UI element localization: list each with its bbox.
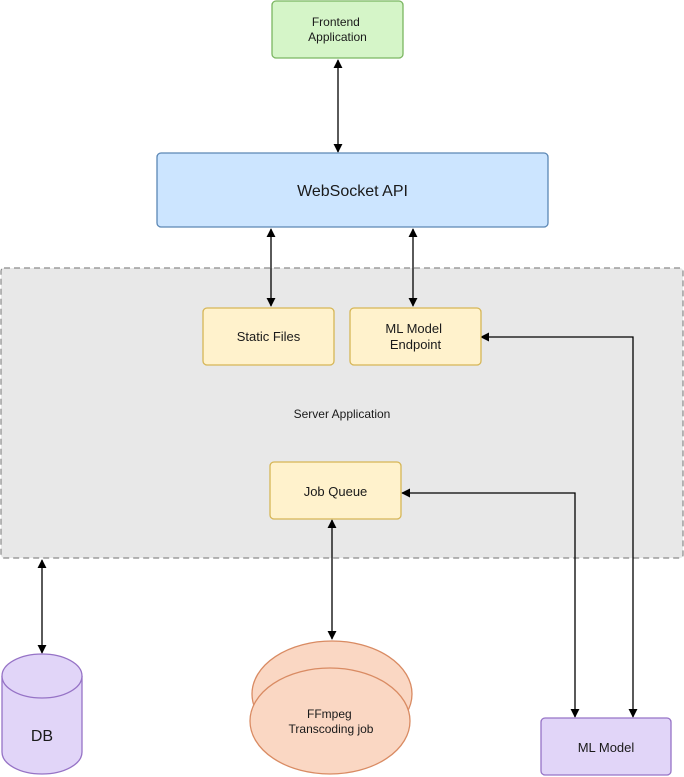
ffmpeg-node[interactable]: FFmpeg Transcoding job — [249, 640, 413, 775]
ffmpeg-line-2: Transcoding job — [289, 722, 374, 736]
job-queue-label: Job Queue — [304, 484, 368, 499]
edges — [37, 59, 638, 718]
websocket-api-node[interactable]: WebSocket API — [156, 152, 549, 228]
db-node[interactable]: DB — [1, 653, 83, 775]
ml-endpoint-line-1: ML Model — [385, 321, 442, 336]
ffmpeg-line-1: FFmpeg — [307, 707, 352, 721]
ml-endpoint-line-2: Endpoint — [390, 337, 442, 352]
static-files-node[interactable]: Static Files — [202, 307, 335, 366]
ffmpeg-label: FFmpeg Transcoding job — [289, 707, 374, 736]
frontend-application-node[interactable]: Frontend Application — [271, 0, 404, 59]
job-queue-node[interactable]: Job Queue — [269, 461, 402, 520]
static-files-label: Static Files — [237, 329, 301, 344]
ml-model-label: ML Model — [578, 740, 635, 755]
frontend-line-2: Application — [308, 30, 367, 44]
ml-model-endpoint-node[interactable]: ML Model Endpoint — [349, 307, 482, 366]
ml-model-endpoint-label: ML Model Endpoint — [385, 321, 445, 352]
edge-ml-endpoint-ml-model — [480, 332, 638, 718]
db-cylinder-body — [1, 676, 83, 775]
db-cylinder-top — [1, 653, 83, 699]
server-application-label: Server Application — [294, 407, 391, 421]
websocket-api-label: WebSocket API — [297, 183, 408, 200]
frontend-line-1: Frontend — [312, 15, 360, 29]
ml-model-node[interactable]: ML Model — [540, 717, 672, 776]
ffmpeg-front-ellipse — [249, 667, 411, 775]
db-label: DB — [31, 728, 53, 745]
edge-job-queue-ml-model — [401, 488, 580, 718]
frontend-application-label: Frontend Application — [308, 15, 367, 44]
